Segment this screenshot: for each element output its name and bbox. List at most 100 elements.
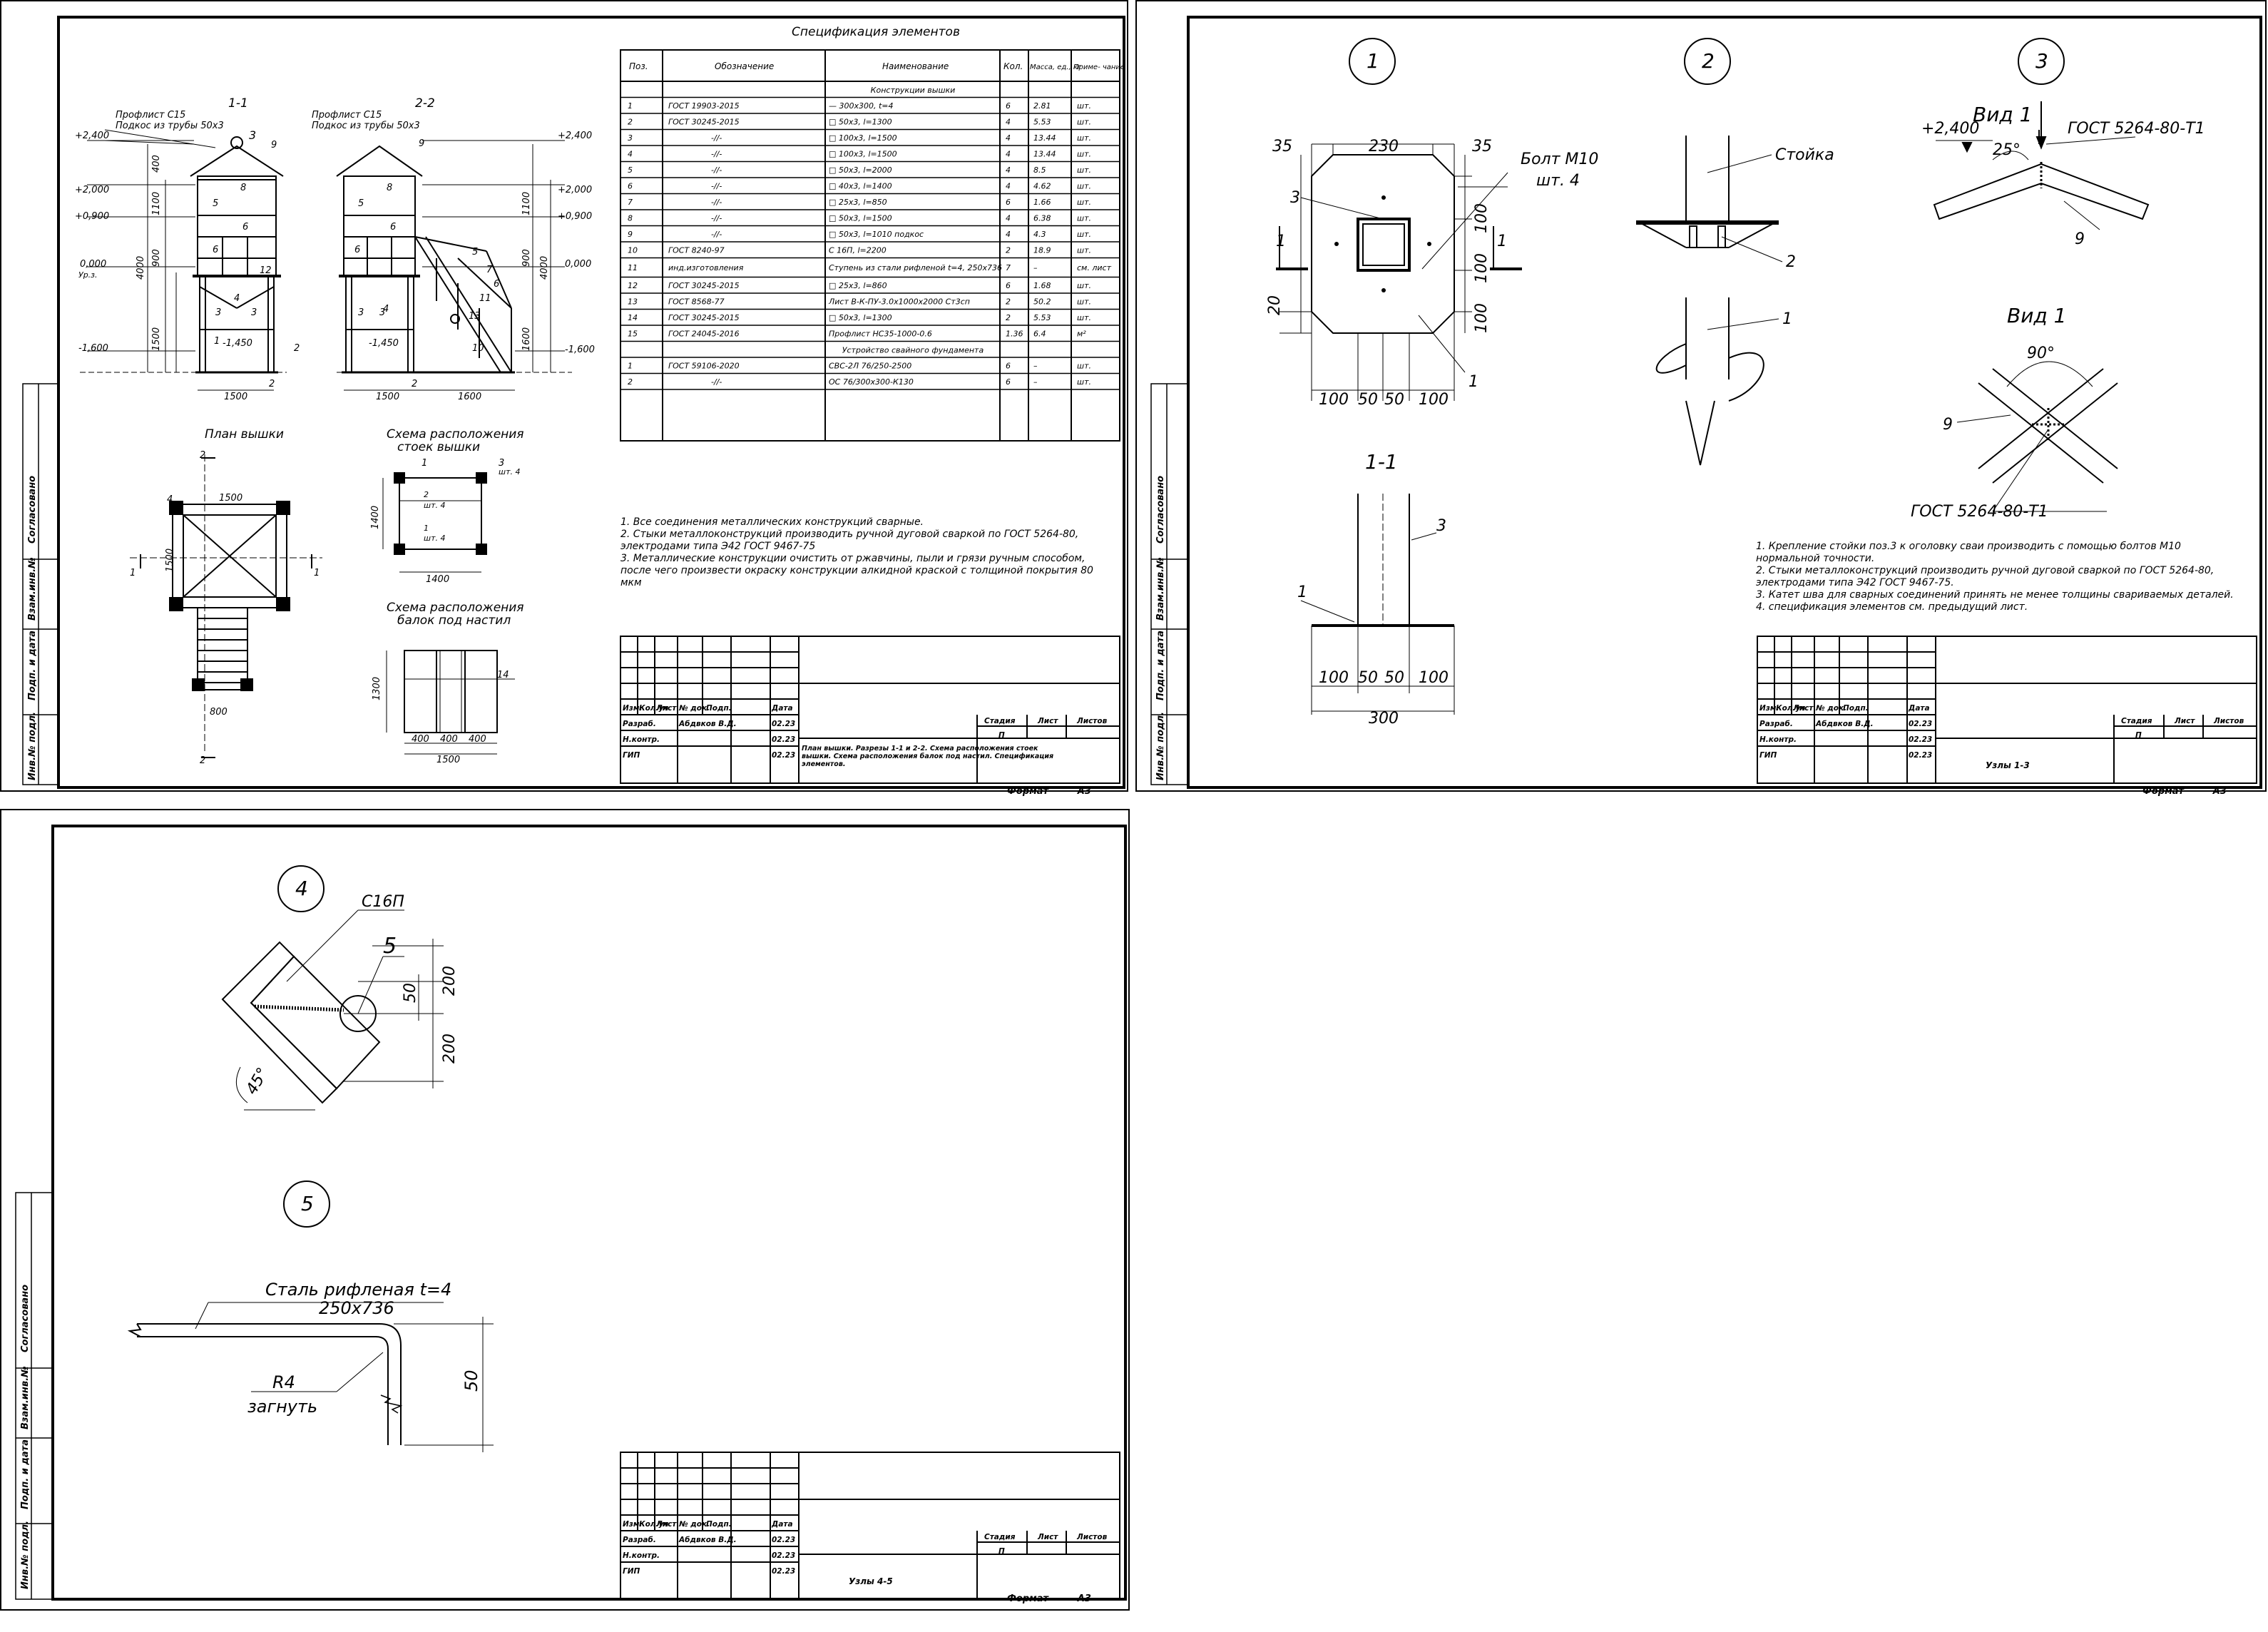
dim-900-1: 900 <box>151 249 162 267</box>
tb3-listov: Листов <box>1076 1533 1108 1541</box>
spec-cell-9-2: С 16П, l=2200 <box>829 245 887 255</box>
tb3-sheetname: Узлы 4-5 <box>849 1576 893 1586</box>
spec-cell-3-0: 4 <box>628 149 633 158</box>
tb1-sheetname-line-0: План вышки. Разрезы 1-1 и 2-2. Схема рас… <box>802 745 1038 753</box>
spec-cell-5-5: шт. <box>1077 181 1091 190</box>
svg-text:8: 8 <box>240 183 246 193</box>
beams-scheme-drawing <box>404 650 515 733</box>
tb1-stadiya: Стадия <box>984 717 1016 725</box>
spec-cell-2-0: 3 <box>628 133 633 143</box>
brace-label-2: Подкос из трубы 50х3 <box>312 121 420 131</box>
tb2-r0: Разраб. <box>1759 720 1793 728</box>
spec-cell-1-0: 2 <box>628 117 633 126</box>
node2-num: 2 <box>1702 49 1715 73</box>
tb3-list2: Лист <box>1037 1533 1058 1541</box>
node1-num: 1 <box>1367 49 1379 73</box>
vid1-bottom: Вид 1 <box>2007 304 2066 327</box>
spec-cell-9-3: 2 <box>1006 245 1011 255</box>
notes1-line-2: электродами типа Э42 ГОСТ 9467-75 <box>620 541 815 552</box>
svg-text:9: 9 <box>419 138 424 149</box>
spec-section-1: Конструкции вышки <box>871 86 956 95</box>
svg-text:3: 3 <box>251 307 257 318</box>
spec2-cell-0-5: шт. <box>1077 361 1091 370</box>
svg-text:1: 1 <box>214 336 220 347</box>
title-block-3: Изм. Кол.уч Лист № док. Подп. Дата Разра… <box>620 1452 1120 1600</box>
n2-ref1: 1 <box>1782 310 1792 328</box>
racks-title-1: Схема расположения <box>387 427 524 442</box>
spec-cell-14-3: 1.36 <box>1006 329 1023 338</box>
spec-h-naim: Наименование <box>882 61 949 71</box>
spec-cell-1-2: □ 50х3, l=1300 <box>829 117 892 126</box>
spec-table: Спецификация элементов Поз. Обозначение … <box>620 25 1125 442</box>
level-1450-2: -1,450 <box>369 338 399 349</box>
spec-h-oboz: Обозначение <box>715 61 774 71</box>
tb1-r2d: 02.23 <box>772 751 795 760</box>
spec-cell-6-2: □ 25х3, l=850 <box>829 198 887 207</box>
spec-cell-14-1: ГОСТ 24045-2016 <box>668 329 740 338</box>
spec2-cell-1-2: ОС 76/300х300-К130 <box>829 377 914 387</box>
spec-cell-12-0: 13 <box>628 297 638 306</box>
spec2-cell-0-2: СВС-2Л 76/250-2500 <box>829 361 911 370</box>
dim-1100-2: 1100 <box>521 192 532 215</box>
tb2-r1d: 02.23 <box>1909 735 1932 744</box>
spec2-cell-1-0: 2 <box>628 377 633 387</box>
tb3-podp: Подп. <box>706 1520 732 1529</box>
notes2-line-2: 2. Стыки металлоконструкций производить … <box>1756 565 2214 576</box>
spec-cell-2-4: 13.44 <box>1033 133 1056 143</box>
plan-drawing <box>130 454 322 754</box>
spec-cell-10-5: см. лист <box>1077 263 1112 272</box>
vid1-top: Вид 1 <box>1973 103 2032 126</box>
sheet-1-drawing: Согласовано Взам.инв.№ Подп. и дата Инв.… <box>22 25 1125 785</box>
notes1-line-4: после чего произвести окраску конструкци… <box>620 565 1093 576</box>
stamp-agreed: Согласовано <box>27 476 38 544</box>
spec-cell-1-5: шт. <box>1077 117 1091 126</box>
n1-d35a: 35 <box>1272 138 1292 155</box>
n1-ref1a: 1 <box>1276 233 1286 250</box>
n1-d100b: 100 <box>1473 253 1491 283</box>
level-1600-1: -1,600 <box>78 343 108 354</box>
spec-cell-0-0: 1 <box>628 101 633 111</box>
spec-cell-0-1: ГОСТ 19903-2015 <box>668 101 740 111</box>
svg-text:2: 2 <box>294 343 300 354</box>
spec2-cell-1-5: шт. <box>1077 377 1091 387</box>
channel-label: С16П <box>362 893 404 911</box>
racks-qty-3: шт. 4 <box>424 534 445 543</box>
level-0000-1: 0,000 <box>80 259 106 270</box>
spec-cell-5-1: -//- <box>711 181 722 190</box>
spec-cell-8-4: 4.3 <box>1033 230 1046 239</box>
spec-cell-0-2: — 300х300, t=4 <box>829 101 894 111</box>
tb2-r0d: 02.23 <box>1909 720 1932 728</box>
level-0900-2: +0,900 <box>558 211 592 222</box>
spec-cell-6-4: 1.66 <box>1033 198 1051 207</box>
tb2-stadiya: Стадия <box>2121 717 2152 725</box>
svg-text:3: 3 <box>499 458 504 469</box>
spec-cell-13-2: □ 50х3, l=1300 <box>829 313 892 322</box>
svg-text:6: 6 <box>390 222 396 233</box>
stamp3-podp: Подп. и дата <box>20 1439 31 1509</box>
spec-cell-8-3: 4 <box>1006 230 1011 239</box>
tb1-r0n: Абдвков В.Д. <box>678 720 737 728</box>
racks-scheme-drawing <box>394 472 487 555</box>
dim-1500-1v: 1500 <box>151 327 162 351</box>
spec-cell-1-3: 4 <box>1006 117 1011 126</box>
title-block-2: Изм. Кол.уч Лист № док. Подп. Дата Разра… <box>1757 636 2257 784</box>
notes1-line-3: 3. Металлические конструкции очистить от… <box>620 553 1085 564</box>
spec-cell-7-4: 6.38 <box>1033 213 1051 223</box>
spec-cell-10-4: – <box>1033 263 1038 272</box>
spec2-cell-1-3: 6 <box>1006 377 1011 387</box>
bend-label: загнуть <box>247 1397 317 1417</box>
svg-text:11: 11 <box>479 293 491 304</box>
notes2-line-4: 3. Катет шва для сварных соединений прин… <box>1756 589 2234 601</box>
sheet-1: Согласовано Взам.инв.№ Подп. и дата Инв.… <box>0 0 1128 797</box>
format-1: Формат А3 <box>1007 786 1091 797</box>
angle-45: 45° <box>243 1065 272 1098</box>
spec-cell-9-4: 18.9 <box>1033 245 1051 255</box>
node-3-drawing <box>1933 38 2150 512</box>
tb1-listov: Листов <box>1076 717 1108 725</box>
tb1-podp: Подп. <box>706 704 732 713</box>
spec-cell-7-3: 4 <box>1006 213 1011 223</box>
spec-cell-8-2: □ 50х3, l=1010 подкос <box>829 230 924 239</box>
spec-cell-6-0: 7 <box>628 198 633 207</box>
spec-cell-10-0: 11 <box>628 263 638 272</box>
sec-ref3: 3 <box>1436 517 1446 535</box>
